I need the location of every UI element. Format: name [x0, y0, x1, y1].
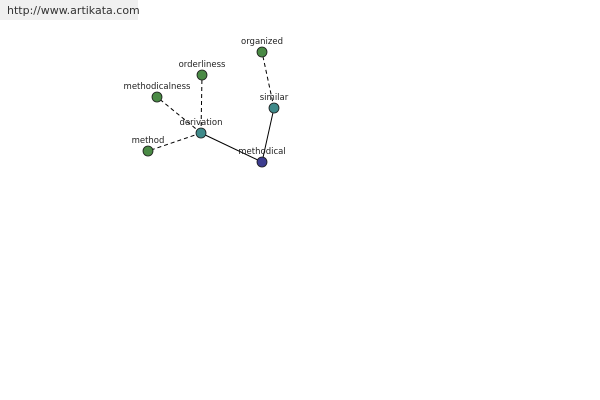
- node-circle-similar[interactable]: [268, 102, 280, 114]
- node-organized[interactable]: organized: [241, 37, 283, 58]
- edge-methodical-similar: [261, 107, 275, 163]
- node-similar[interactable]: similar: [260, 93, 289, 114]
- edge-methodical-derivation: [200, 132, 263, 163]
- node-label-organized[interactable]: organized: [241, 37, 283, 47]
- node-label-method[interactable]: method: [132, 136, 165, 146]
- node-label-similar[interactable]: similar: [260, 93, 289, 103]
- source-url[interactable]: http://www.artikata.com: [0, 0, 140, 20]
- edge-derivation-method: [147, 132, 202, 152]
- node-circle-methodicalness[interactable]: [151, 91, 163, 103]
- node-layer: methodical similar organized derivation orde…: [124, 37, 289, 168]
- edge-layer: [147, 51, 275, 163]
- node-methodicalness[interactable]: methodicalness: [124, 82, 191, 103]
- node-label-derivation[interactable]: derivation: [179, 118, 222, 128]
- node-orderliness[interactable]: orderliness: [179, 60, 226, 81]
- edge-similar-organized: [261, 51, 275, 109]
- node-label-methodicalness[interactable]: methodicalness: [124, 82, 191, 92]
- node-label-orderliness[interactable]: orderliness: [179, 60, 226, 70]
- node-methodical[interactable]: methodical: [238, 147, 286, 168]
- source-url-text: http://www.artikata.com: [7, 4, 140, 17]
- node-label-methodical[interactable]: methodical: [238, 147, 285, 157]
- edge-derivation-orderliness: [200, 74, 203, 134]
- node-circle-organized[interactable]: [256, 46, 268, 58]
- node-circle-orderliness[interactable]: [196, 69, 208, 81]
- node-circle-methodical[interactable]: [256, 156, 268, 168]
- edge-derivation-methodicalness: [156, 96, 202, 134]
- node-derivation[interactable]: derivation: [179, 118, 223, 139]
- node-method[interactable]: method: [132, 136, 165, 157]
- node-circle-derivation[interactable]: [195, 127, 207, 139]
- node-circle-method[interactable]: [142, 145, 154, 157]
